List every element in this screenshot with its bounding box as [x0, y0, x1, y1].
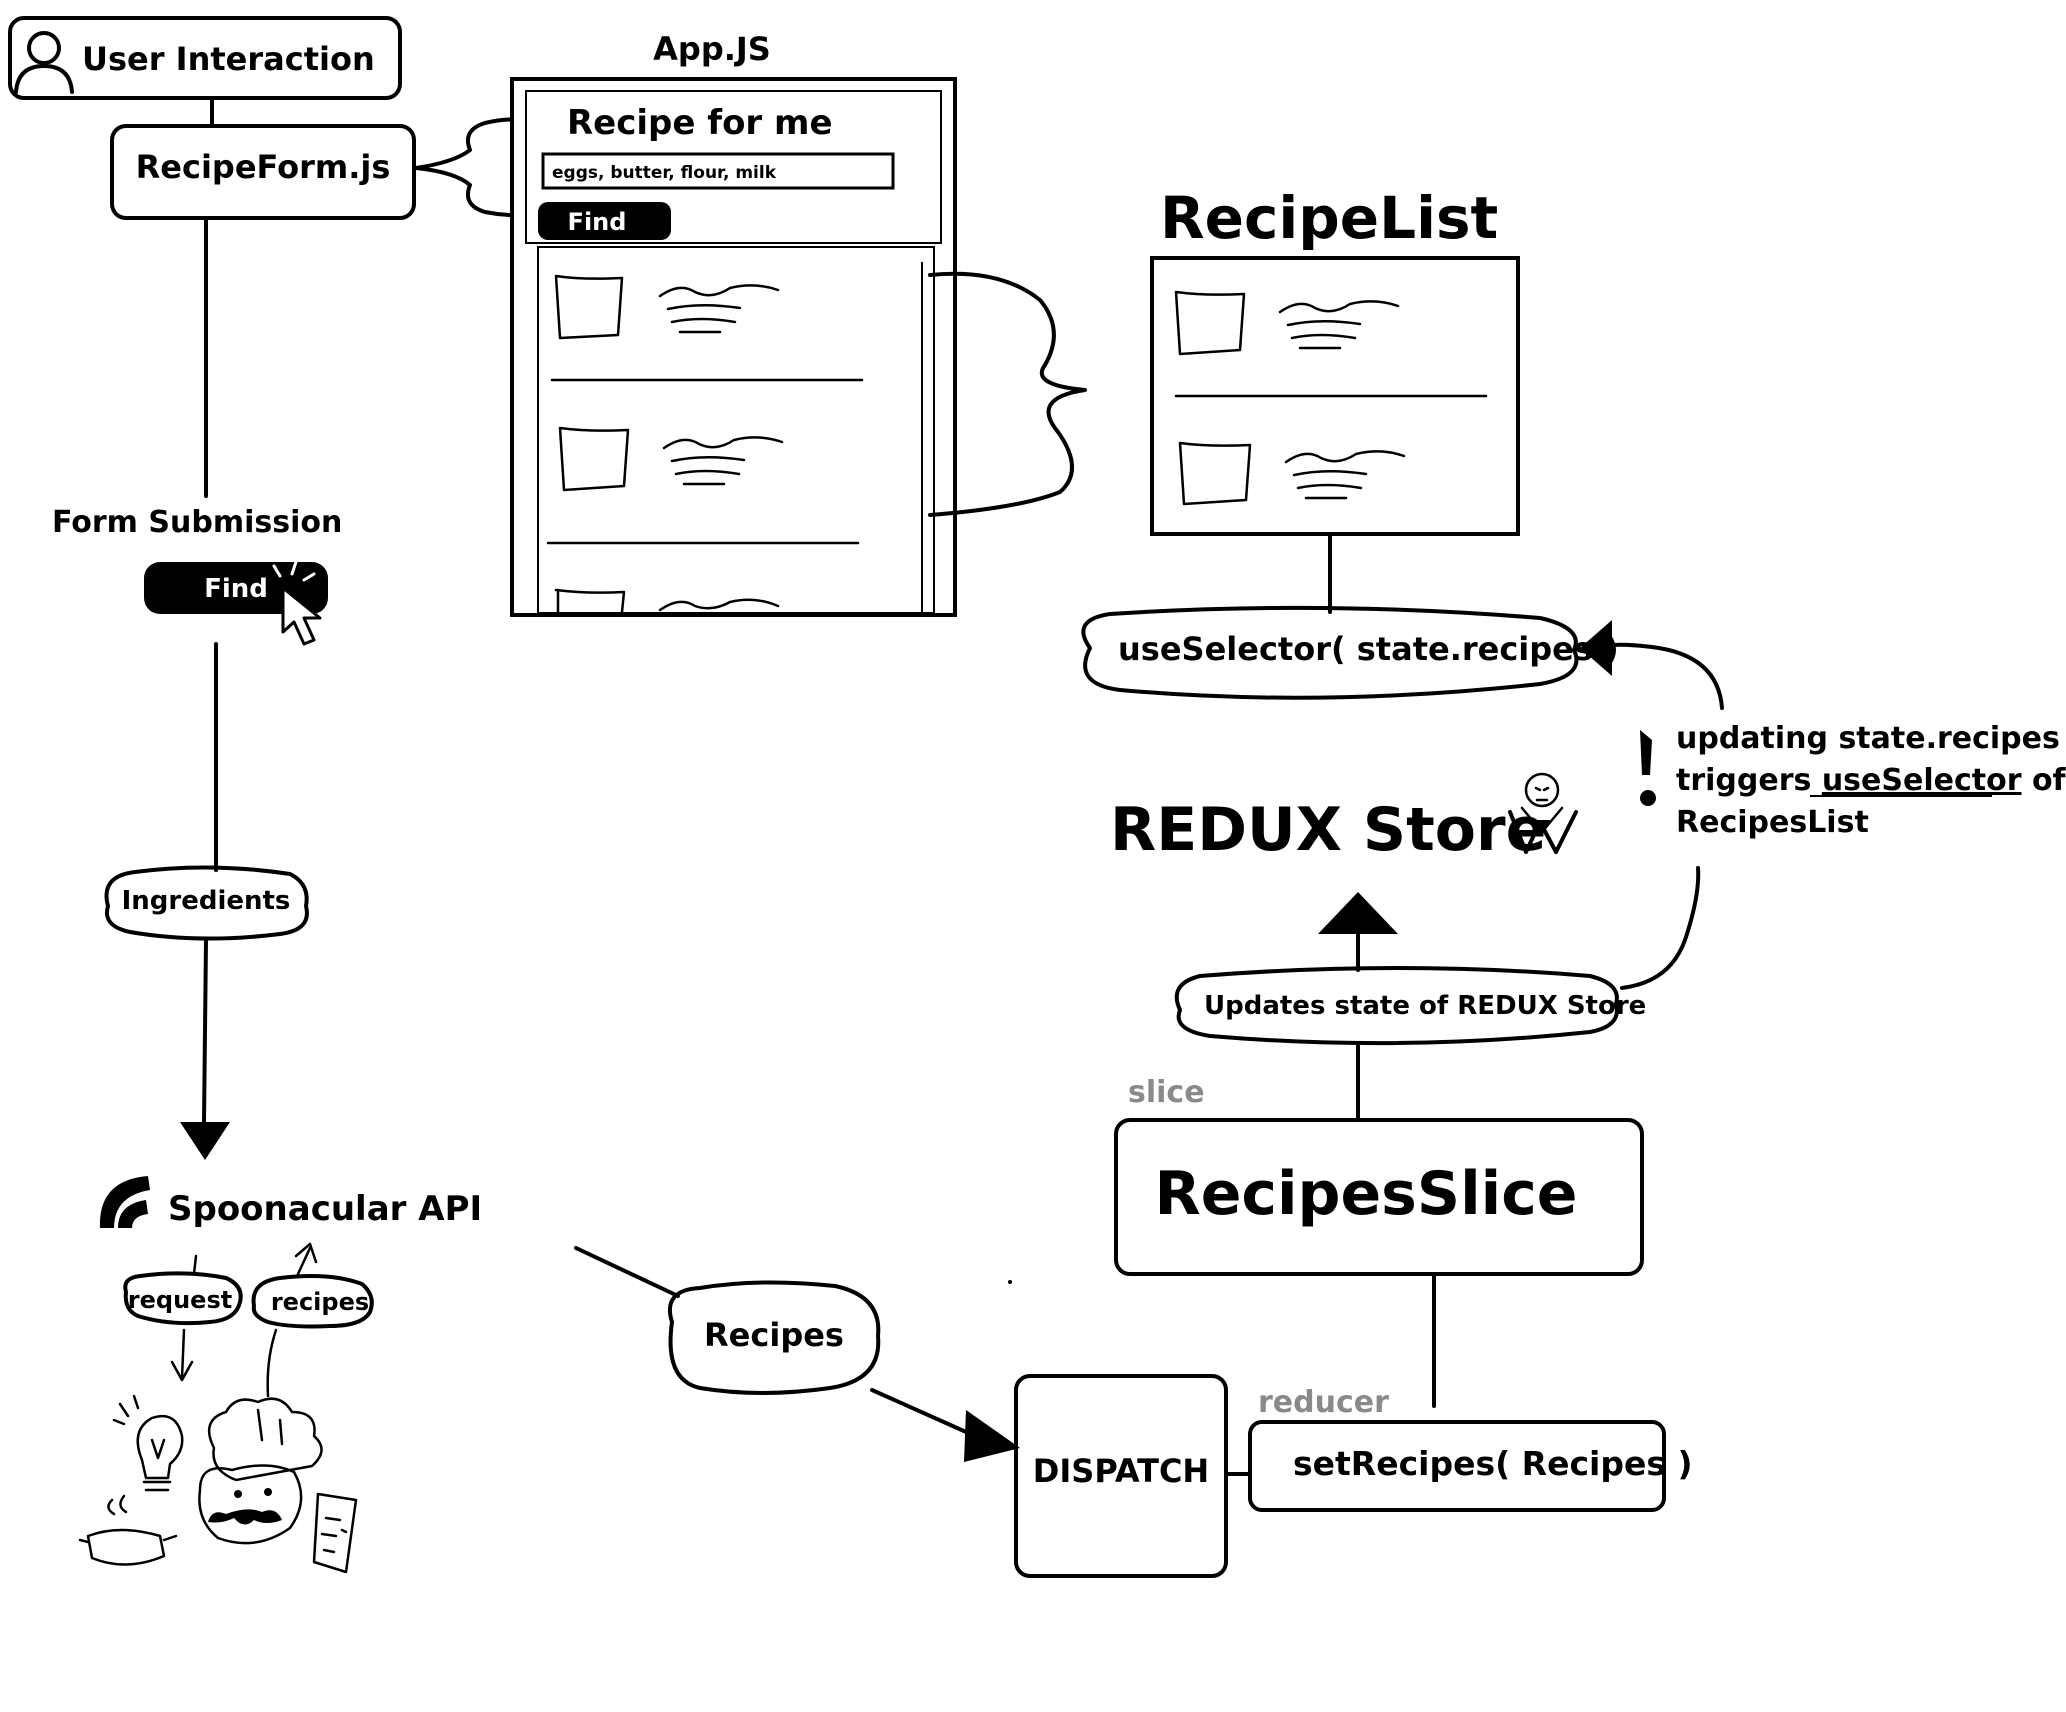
lightbulb-icon — [112, 1394, 184, 1492]
butler-icon — [1508, 772, 1578, 854]
app-heading: Recipe for me — [567, 103, 833, 143]
ingredients-bubble: Ingredients — [104, 865, 309, 941]
form-submission-node: Form Submission Find — [52, 505, 342, 646]
arrow-request — [170, 1254, 198, 1382]
user-interaction-node: User Interaction — [8, 16, 402, 100]
note-line-3: RecipesList — [1676, 805, 1869, 840]
user-icon — [14, 31, 74, 94]
recipe-list-title: RecipeList — [1160, 184, 1498, 252]
reducer-tag: reducer — [1258, 1385, 1389, 1420]
arrow-to-selector — [1580, 620, 1724, 710]
state-update-note: updating state.recipes triggers useSelec… — [1640, 721, 2066, 840]
recipe-image-icon — [1178, 441, 1252, 506]
brace-form-to-app — [414, 117, 527, 218]
feedback-curve — [1620, 866, 1701, 990]
dispatch-node: DISPATCH — [1014, 1374, 1228, 1578]
note-line-1: updating state.recipes — [1676, 721, 2060, 756]
recipe-form-node: RecipeForm.js — [110, 124, 416, 220]
recipe-image-icon — [554, 588, 626, 614]
app-js-title: App.JS — [653, 30, 771, 68]
find-button-label: Find — [568, 208, 627, 236]
recipes-return-bubble: recipes — [251, 1274, 374, 1329]
feed-icon — [99, 1176, 150, 1228]
stray-dot — [1008, 1280, 1012, 1284]
recipe-form-label: RecipeForm.js — [136, 148, 391, 186]
recipes-slice-node: slice RecipesSlice — [1114, 1075, 1644, 1276]
arrow-recipes-return — [266, 1242, 318, 1398]
list-item — [1178, 441, 1406, 506]
arrow-recipes-to-dispatch — [574, 1246, 1020, 1462]
app-js-mockup: App.JS Recipe for me eggs, butter, flour… — [510, 30, 957, 617]
pot-icon — [78, 1494, 178, 1566]
user-interaction-label: User Interaction — [82, 40, 375, 78]
recipe-image-icon — [1174, 290, 1246, 356]
reducer-node: reducer setRecipes( Recipes ) — [1248, 1385, 1693, 1512]
use-selector-label: useSelector( state.recipes ) — [1118, 630, 1619, 668]
submission-find-label: Find — [204, 574, 268, 604]
note-use-selector-link: useSelector — [1822, 763, 2022, 798]
list-item — [550, 274, 864, 382]
request-label: request — [128, 1286, 232, 1314]
list-item — [1174, 290, 1488, 398]
recipe-card-icon — [312, 1492, 358, 1574]
chef-icon — [198, 1397, 323, 1545]
note-line-2-suffix: of — [2022, 763, 2066, 798]
redux-store-title: REDUX Store — [1110, 795, 1546, 865]
recipes-slice-label: RecipesSlice — [1155, 1159, 1578, 1229]
list-item — [554, 588, 780, 614]
recipes-bubble-label: Recipes — [704, 1316, 844, 1354]
recipes-bubble: Recipes — [668, 1280, 881, 1395]
updates-state-label: Updates state of REDUX Store — [1204, 991, 1646, 1021]
ingredients-input-value: eggs, butter, flour, milk — [552, 163, 777, 183]
cursor-icon — [272, 560, 322, 646]
redux-store-node: REDUX Store — [1110, 772, 1578, 865]
list-item — [546, 426, 860, 545]
recipe-list-node: RecipeList — [1150, 184, 1520, 536]
use-selector-bubble: useSelector( state.recipes ) — [1081, 605, 1619, 700]
spoonacular-api-node: Spoonacular API — [99, 1176, 482, 1229]
slice-tag: slice — [1128, 1075, 1205, 1110]
note-line-2: triggers useSelector of — [1676, 763, 2066, 798]
ingredients-input[interactable] — [541, 152, 895, 190]
dispatch-label: DISPATCH — [1033, 1452, 1209, 1490]
brace-app-to-recipelist — [928, 271, 1087, 517]
form-submission-label: Form Submission — [52, 505, 342, 540]
exclamation-icon — [1640, 730, 1656, 806]
arrow-up-to-store — [1318, 892, 1398, 972]
set-recipes-label: setRecipes( Recipes ) — [1293, 1444, 1693, 1483]
find-button[interactable] — [538, 202, 671, 240]
request-bubble: request — [123, 1271, 243, 1326]
arrow-to-api — [180, 938, 230, 1160]
chef-illustration — [78, 1394, 358, 1574]
recipe-image-icon — [554, 274, 624, 340]
ingredients-label: Ingredients — [122, 886, 291, 916]
recipes-return-label: recipes — [271, 1288, 369, 1316]
spoonacular-api-label: Spoonacular API — [168, 1189, 482, 1229]
note-line-2-prefix: triggers — [1676, 763, 1822, 798]
updates-state-bubble: Updates state of REDUX Store — [1174, 966, 1646, 1046]
recipe-image-icon — [558, 426, 630, 492]
